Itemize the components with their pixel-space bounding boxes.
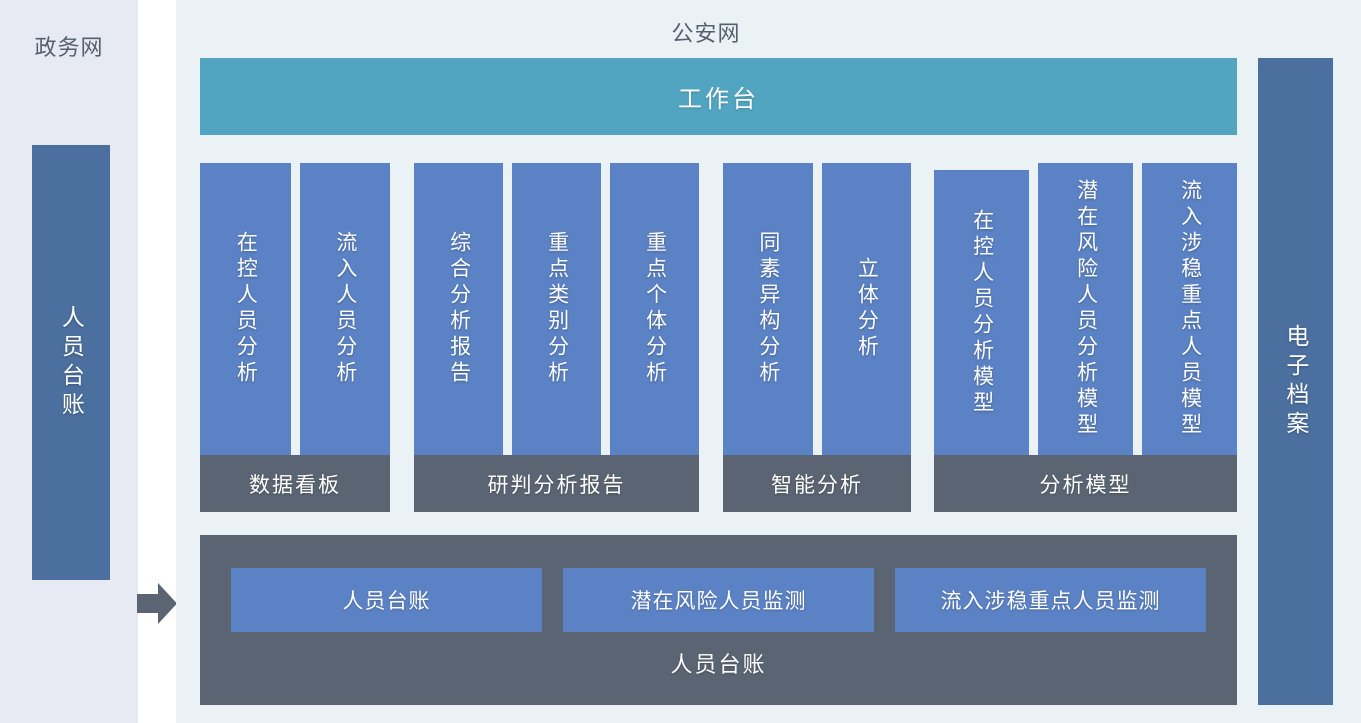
group-label-data-dashboard[interactable]: 数据看板 <box>200 455 390 512</box>
personnel-ledger-source-box[interactable]: 人员台账 <box>32 145 110 580</box>
ledger-button-renyuan-taizhang[interactable]: 人员台账 <box>231 568 542 632</box>
government-network-panel: 政务网 人员台账 <box>0 0 138 723</box>
column-zhongdian-geti-fenxi[interactable]: 重点个体分析 <box>610 163 699 455</box>
group-analysis-model: 在控人员分析模型 潜在风险人员分析模型 流入涉稳重点人员模型 分析模型 <box>934 163 1237 512</box>
group-data-dashboard: 在控人员分析 流入人员分析 数据看板 <box>200 163 390 512</box>
column-label: 重点类别分析 <box>545 231 569 387</box>
ledger-button-qianzai-fengxian-renyuan-jiance[interactable]: 潜在风险人员监测 <box>563 568 874 632</box>
workbench-label: 工作台 <box>678 86 759 113</box>
public-security-network-title: 公安网 <box>671 21 741 46</box>
public-security-network-panel: 公安网 工作台 在控人员分析 流入人员分析 数据看板 <box>176 0 1361 723</box>
column-zonghe-fenxi-baogao[interactable]: 综合分析报告 <box>414 163 503 455</box>
column-liuru-renyuan-fenxi[interactable]: 流入人员分析 <box>299 163 390 455</box>
column-zaikong-renyuan-fenxi-moxing[interactable]: 在控人员分析模型 <box>934 170 1029 455</box>
column-label: 在控人员分析模型 <box>970 208 994 417</box>
column-qianzai-fengxian-renyuan-fenxi-moxing[interactable]: 潜在风险人员分析模型 <box>1038 163 1133 455</box>
column-label: 流入涉稳重点人员模型 <box>1178 179 1202 439</box>
personnel-ledger-panel: 人员台账 潜在风险人员监测 流入涉稳重点人员监测 人员台账 <box>200 535 1237 705</box>
group-columns: 在控人员分析模型 潜在风险人员分析模型 流入涉稳重点人员模型 <box>934 163 1237 455</box>
column-zaikong-renyuan-fenxi[interactable]: 在控人员分析 <box>200 163 291 455</box>
column-liti-fenxi[interactable]: 立体分析 <box>821 163 911 455</box>
column-liuru-shewen-zhongdian-renyuan-moxing[interactable]: 流入涉稳重点人员模型 <box>1142 163 1237 455</box>
ledger-button-label: 潜在风险人员监测 <box>630 590 807 613</box>
column-label: 立体分析 <box>855 257 879 361</box>
ledger-button-label: 人员台账 <box>342 590 431 613</box>
column-label: 综合分析报告 <box>447 231 471 387</box>
column-label: 在控人员分析 <box>234 231 258 387</box>
group-columns: 在控人员分析 流入人员分析 <box>200 163 390 455</box>
column-label: 重点个体分析 <box>643 231 667 387</box>
column-tongsu-yigou-fenxi[interactable]: 同素异构分析 <box>723 163 813 455</box>
personnel-ledger-caption: 人员台账 <box>670 652 767 677</box>
workbench-bar[interactable]: 工作台 <box>200 58 1237 135</box>
electronic-archive-label: 电子档案 <box>1282 323 1309 440</box>
group-label-intelligent-analysis[interactable]: 智能分析 <box>723 455 911 512</box>
group-judgment-analysis-report: 综合分析报告 重点类别分析 重点个体分析 研判分析报告 <box>414 163 699 512</box>
government-network-title: 政务网 <box>34 35 104 60</box>
column-label: 潜在风险人员分析模型 <box>1074 179 1098 439</box>
group-columns: 同素异构分析 立体分析 <box>723 163 911 455</box>
electronic-archive-box[interactable]: 电子档案 <box>1258 58 1333 705</box>
ledger-button-label: 流入涉稳重点人员监测 <box>940 590 1161 613</box>
arrow-right-icon <box>137 583 177 624</box>
column-label: 同素异构分析 <box>756 231 780 387</box>
group-intelligent-analysis: 同素异构分析 立体分析 智能分析 <box>723 163 911 512</box>
group-columns: 综合分析报告 重点类别分析 重点个体分析 <box>414 163 699 455</box>
group-label-judgment-analysis-report[interactable]: 研判分析报告 <box>414 455 699 512</box>
column-label: 流入人员分析 <box>333 231 357 387</box>
column-zhongdian-leibie-fenxi[interactable]: 重点类别分析 <box>512 163 601 455</box>
group-label-analysis-model[interactable]: 分析模型 <box>934 455 1237 512</box>
function-groups: 在控人员分析 流入人员分析 数据看板 综合分析报告 重点类别分析 <box>200 163 1237 512</box>
personnel-ledger-buttons: 人员台账 潜在风险人员监测 流入涉稳重点人员监测 <box>231 568 1206 632</box>
ledger-button-liuru-shewen-zhongdian-renyuan-jiance[interactable]: 流入涉稳重点人员监测 <box>895 568 1206 632</box>
personnel-ledger-source-label: 人员台账 <box>58 304 85 421</box>
